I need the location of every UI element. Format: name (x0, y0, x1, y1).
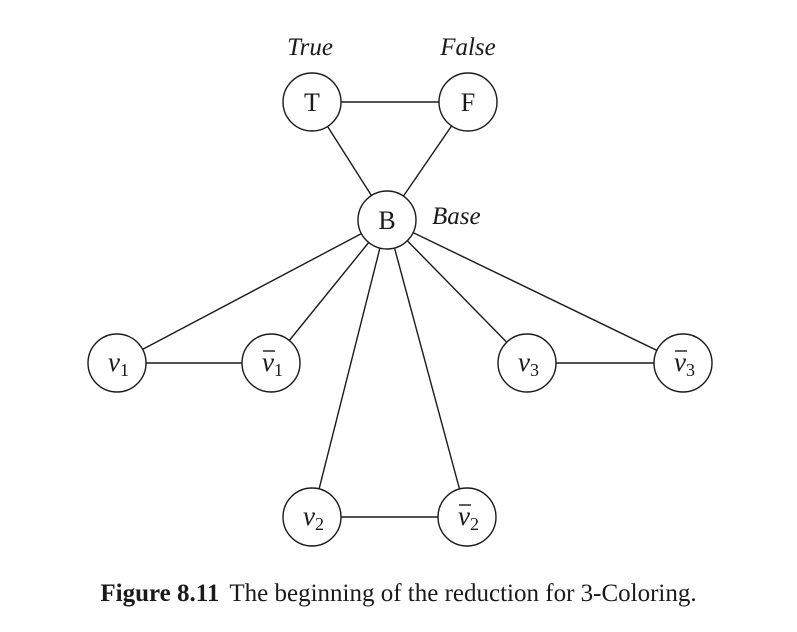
edge-B-v3 (406, 240, 508, 343)
node-circle (653, 333, 713, 393)
node-circle (87, 333, 147, 393)
node-circle (241, 333, 301, 393)
false-label: False (439, 34, 496, 61)
node-v1bar: v1 (241, 333, 301, 393)
node-circle (282, 72, 342, 132)
node-v3: v3 (497, 333, 557, 393)
edge-F-B (402, 125, 453, 197)
node-circle (357, 190, 417, 250)
node-label: v1 (262, 347, 283, 380)
base-label: Base (432, 203, 481, 230)
node-circle (497, 333, 557, 393)
edge-B-v3bar (412, 231, 658, 352)
node-circle (438, 72, 498, 132)
node-v2: v2 (282, 487, 342, 547)
node-v3bar: v3 (653, 333, 713, 393)
reduction-graph-diagram: T F Bv1 v1 v3 v3 v2 v2 True False Base (87, 34, 713, 547)
edge-B-v1 (142, 232, 362, 351)
node-label: v1 (108, 347, 129, 380)
node-B: B (357, 190, 417, 250)
node-label: v2 (303, 501, 324, 534)
true-label: True (287, 34, 333, 61)
node-label: v2 (458, 501, 479, 534)
node-circle (437, 487, 497, 547)
node-F: F (438, 72, 498, 132)
figure-caption: Figure 8.11 The beginning of the reductio… (0, 580, 797, 608)
node-label: v3 (674, 347, 695, 380)
node-label: v3 (518, 347, 539, 380)
edge-B-v2 (318, 247, 381, 490)
node-label: T (304, 88, 320, 117)
caption-text: The beginning of the reduction for 3-Col… (229, 580, 697, 607)
edge-B-v2bar (393, 247, 461, 490)
edge-B-v1bar (288, 242, 370, 341)
node-v1: v1 (87, 333, 147, 393)
graph-edges (142, 101, 658, 518)
node-label: F (461, 88, 475, 117)
node-label: B (378, 206, 395, 235)
graph-nodes: T F Bv1 v1 v3 v3 v2 v2 (87, 72, 713, 547)
edge-T-B (327, 126, 372, 196)
node-circle (282, 487, 342, 547)
figure-number: Figure 8.11 (100, 580, 220, 607)
node-T: T (282, 72, 342, 132)
node-v2bar: v2 (437, 487, 497, 547)
